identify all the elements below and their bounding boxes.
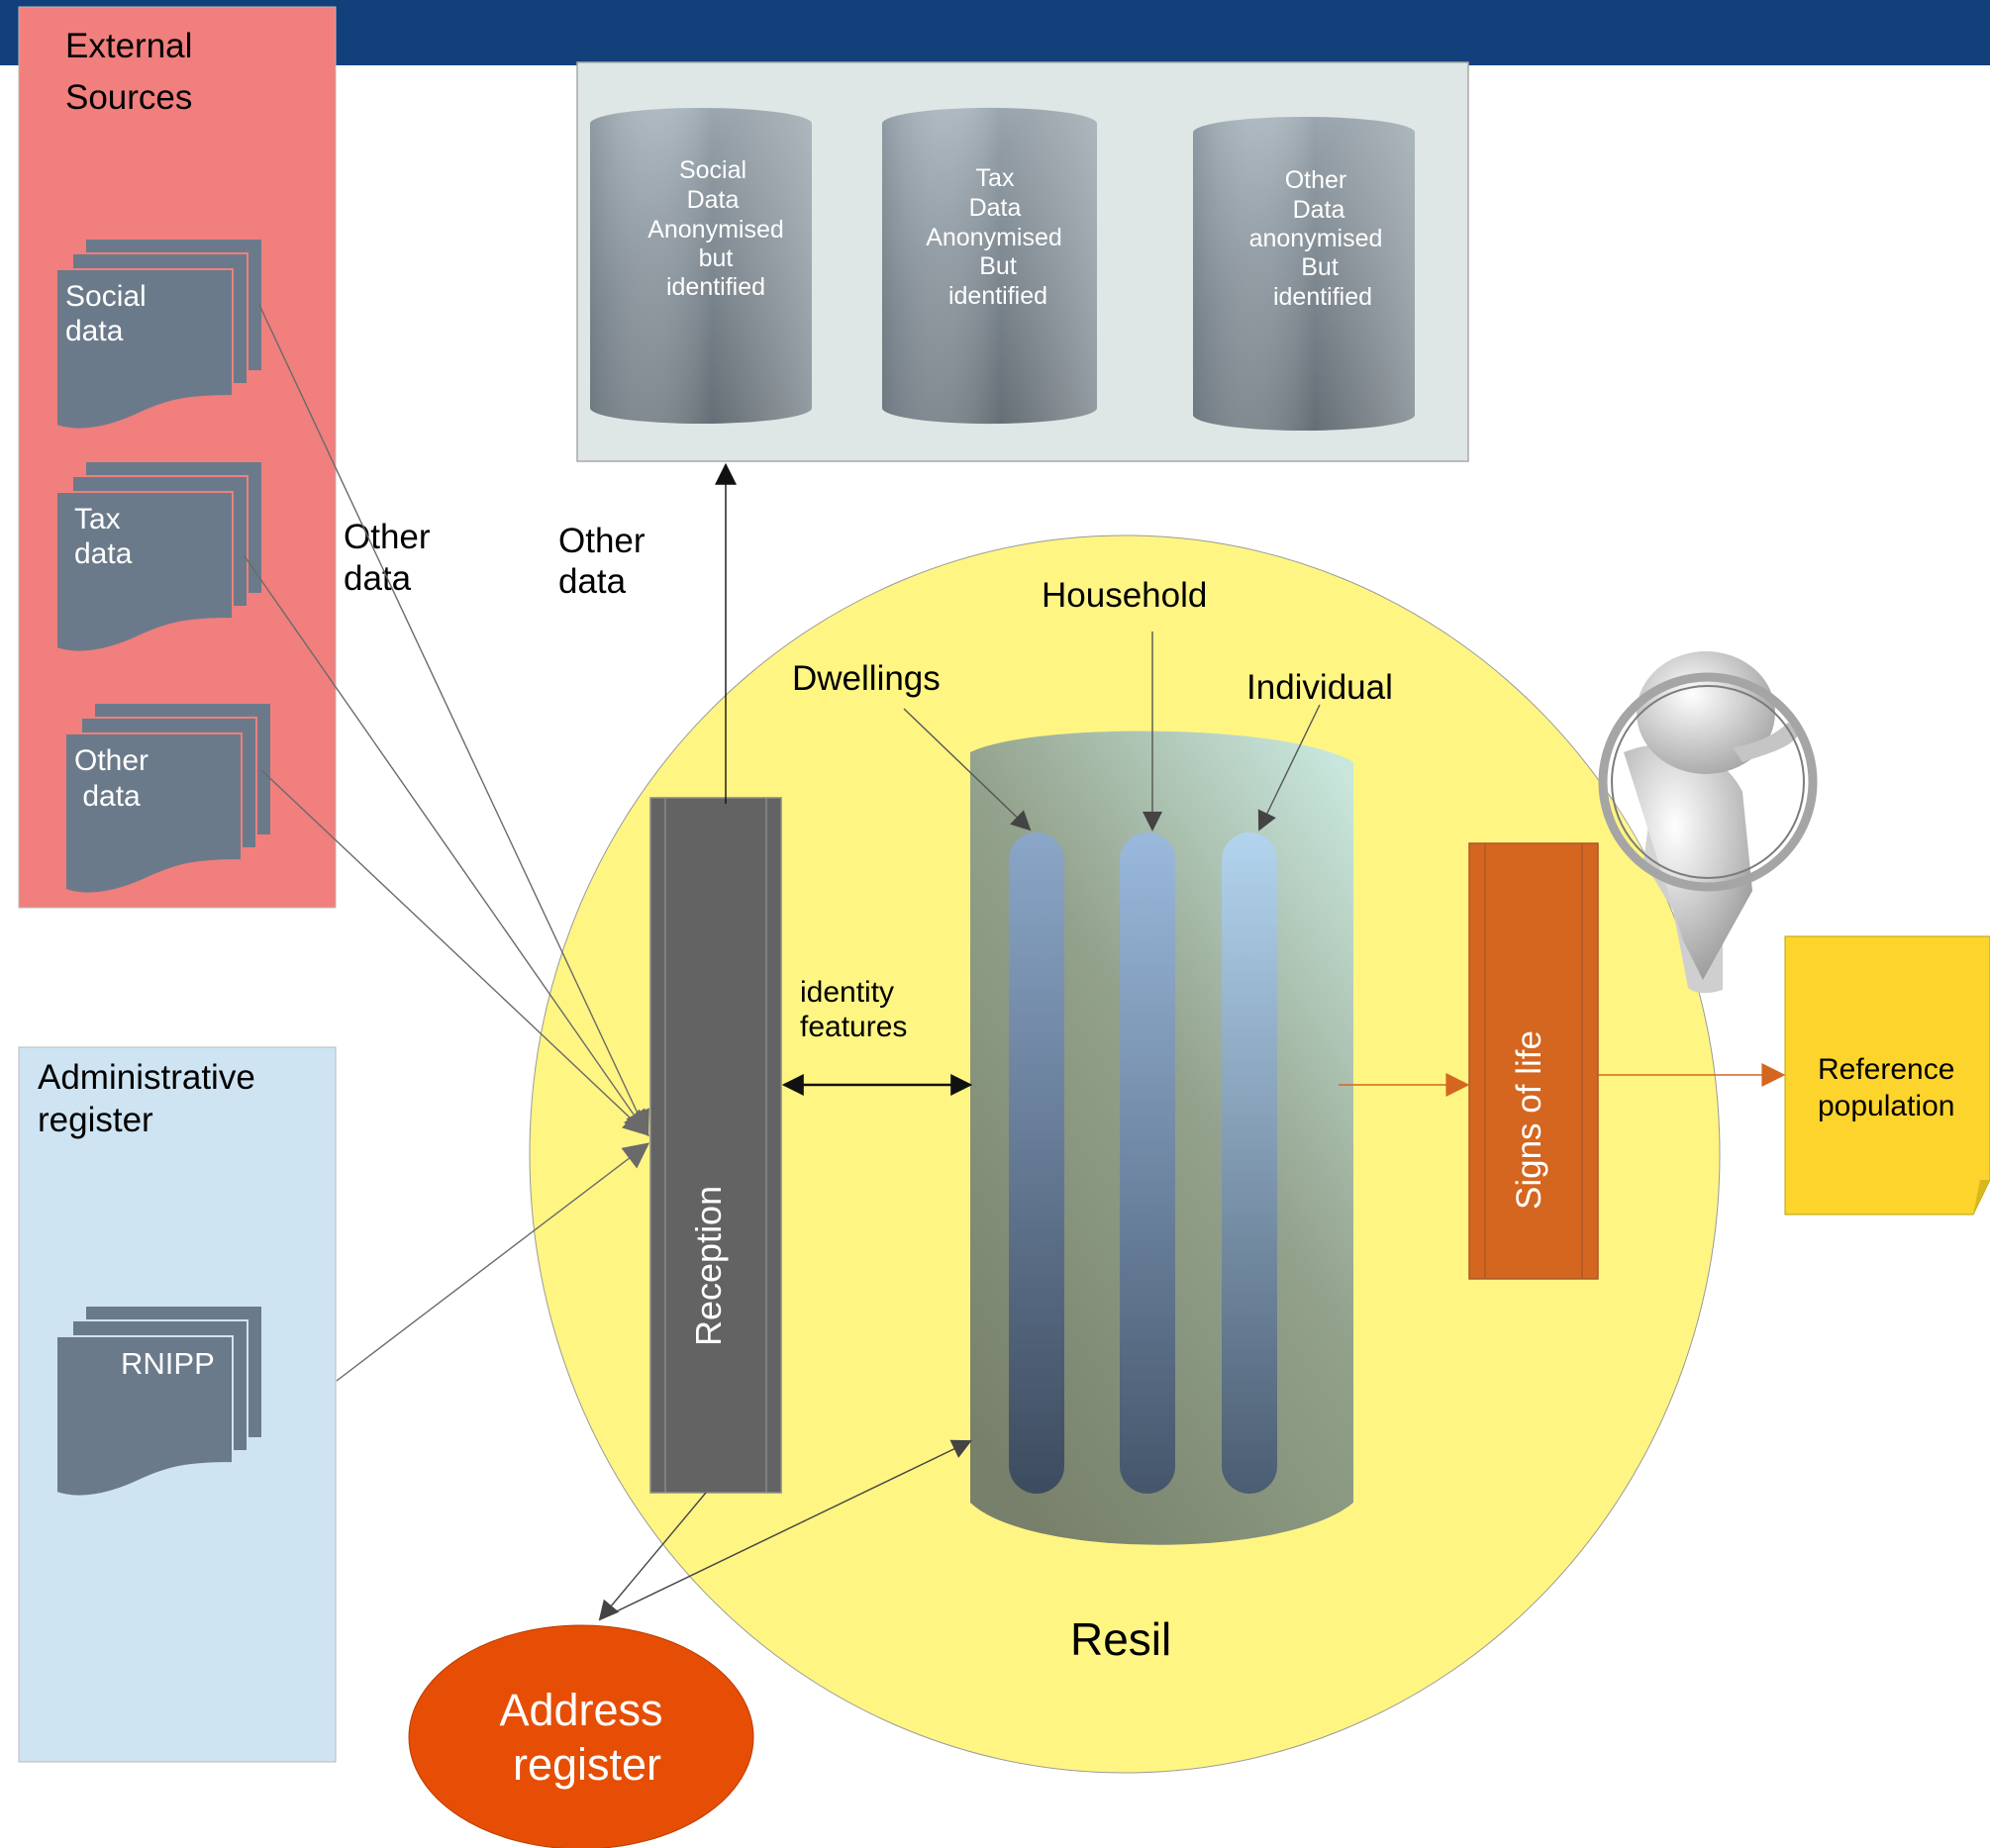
address-register-line2: register [513, 1739, 661, 1790]
household-label: Household [1042, 576, 1207, 615]
reference-population-line1: Reference [1818, 1053, 1954, 1086]
tax-anonymised-line3: Anonymised [926, 224, 1062, 251]
reference-population-line2: population [1818, 1090, 1954, 1122]
signs-of-life-label: Signs of life [1510, 1030, 1548, 1210]
dwellings-pointer [903, 708, 1032, 831]
external-sources-title-line1: External [65, 27, 192, 65]
reception-box: Reception [649, 797, 782, 1494]
social-anonymised-line3: Anonymised [647, 216, 784, 243]
identity-features-line1: identity [800, 976, 894, 1009]
other-data-document: Other data [64, 704, 270, 895]
administrative-register-title-line2: register [38, 1101, 153, 1139]
social-anonymised-line1: Social [679, 156, 746, 184]
other-to-reception-arrow [260, 769, 649, 1136]
anonymised-data-store: Social Data Anonymised but identified Ta… [576, 61, 1469, 462]
individual-label: Individual [1246, 668, 1393, 707]
tax-to-reception-arrow [244, 555, 649, 1137]
social-anonymised-cylinder: Social Data Anonymised but identified [590, 108, 812, 424]
rnipp-label: RNIPP [121, 1346, 215, 1381]
other-data-left-line2: data [344, 559, 412, 598]
address-register-line1: Address [499, 1685, 662, 1735]
tax-data-document: Tax data [55, 462, 261, 653]
tax-anonymised-line4: But [979, 252, 1017, 280]
tax-data-label-line2: data [74, 537, 133, 570]
other-data-label-line2: data [74, 780, 141, 813]
social-data-label-line1: Social [65, 280, 147, 313]
identity-features-line2: features [800, 1011, 907, 1043]
social-data-document: Social data [55, 240, 261, 431]
reference-population-note: Reference population [1784, 935, 1990, 1216]
address-register-ellipse: Address register [408, 1624, 754, 1848]
other-data-label-line1: Other [74, 744, 149, 777]
other-anonymised-line2: Data [1293, 196, 1345, 224]
other-anonymised-line1: Other [1285, 166, 1347, 194]
household-column [1120, 832, 1175, 1494]
rnipp-document: RNIPP [55, 1307, 261, 1498]
social-anonymised-line4: but [699, 244, 734, 272]
resil-cylinder [970, 730, 1353, 1545]
other-anonymised-cylinder: Other Data anonymised But identified [1193, 117, 1415, 431]
social-anonymised-line2: Data [687, 186, 740, 214]
other-anonymised-line3: anonymised [1249, 225, 1383, 252]
individual-column [1222, 832, 1277, 1494]
other-anonymised-line4: But [1301, 253, 1339, 281]
address-to-resil-arrow [599, 1439, 972, 1620]
other-anonymised-line5: identified [1273, 283, 1372, 311]
administrative-register-title-line1: Administrative [38, 1058, 255, 1097]
other-data-left-line1: Other [344, 518, 431, 556]
rnipp-to-reception-arrow [336, 1142, 650, 1382]
external-sources-panel: External Sources Social data Tax data Ot… [18, 6, 337, 909]
tax-anonymised-cylinder: Tax Data Anonymised But identified [882, 107, 1097, 425]
social-data-label-line2: data [65, 315, 124, 347]
individual-pointer [1257, 704, 1321, 831]
tax-anonymised-line5: identified [948, 282, 1047, 310]
social-to-reception-arrow [258, 304, 649, 1137]
social-anonymised-line5: identified [666, 273, 765, 301]
dwellings-label: Dwellings [792, 659, 941, 698]
resil-label: Resil [1070, 1613, 1171, 1665]
reception-label: Reception [688, 1186, 729, 1346]
tax-anonymised-line2: Data [969, 194, 1022, 222]
dwellings-column [1009, 832, 1064, 1494]
tax-anonymised-line1: Tax [976, 164, 1015, 192]
tax-data-label-line1: Tax [74, 503, 121, 535]
external-sources-title-line2: Sources [65, 78, 192, 117]
person-with-magnifier-icon [1598, 651, 1818, 994]
signs-of-life-box: Signs of life [1468, 842, 1599, 1280]
other-data-up-line1: Other [558, 522, 646, 560]
connectors [244, 304, 1786, 1621]
administrative-register-panel: Administrative register RNIPP [18, 1046, 337, 1763]
reception-to-address-arrow [598, 1492, 707, 1621]
other-data-up-line2: data [558, 562, 627, 601]
